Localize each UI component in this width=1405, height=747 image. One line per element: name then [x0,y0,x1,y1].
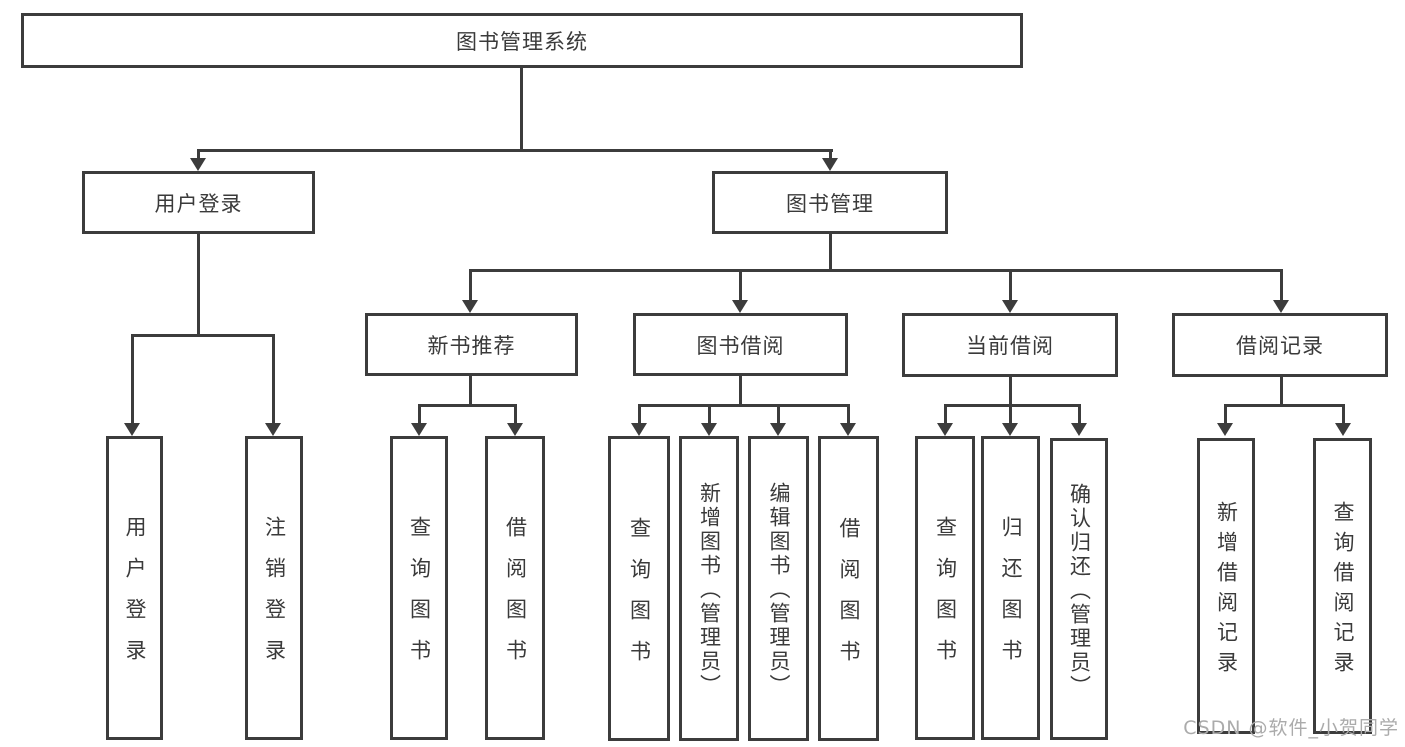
arrow-down-icon [124,423,140,436]
connector-line [1078,404,1081,426]
connector-line [469,269,472,301]
leaf-edit-book-admin: 编辑图书（管理员） [748,436,809,741]
arrow-down-icon [1273,300,1289,313]
leaf-query-borrow-record-label: 查询借阅记录 [1331,500,1355,681]
leaf-borrow-book-label: 借阅图书 [837,516,861,681]
connector-line [847,404,850,426]
node-root: 图书管理系统 [21,13,1023,68]
node-current-borrow-label: 当前借阅 [966,334,1054,358]
connector-line [418,404,517,407]
node-current-borrow: 当前借阅 [902,313,1118,377]
arrow-down-icon [507,423,523,436]
node-book-borrow: 图书借阅 [633,313,848,376]
leaf-logout-login: 注销登录 [245,436,303,740]
connector-line [197,149,200,161]
arrow-down-icon [190,158,206,171]
connector-line [739,376,742,406]
leaf-query-borrow-record: 查询借阅记录 [1313,438,1372,734]
connector-line [829,234,832,272]
node-user-login-label: 用户登录 [154,191,243,216]
connector-line [418,404,421,426]
connector-line [1342,404,1345,426]
node-borrow-records-label: 借阅记录 [1236,334,1324,358]
connector-line [944,404,1081,407]
arrow-down-icon [732,300,748,313]
connector-line [1280,269,1283,301]
node-borrow-records: 借阅记录 [1172,313,1388,377]
node-new-book-recommend-label: 新书推荐 [427,333,516,358]
node-new-book-recommend: 新书推荐 [365,313,578,376]
connector-line [708,404,711,426]
leaf-borrow-book: 借阅图书 [818,436,879,741]
arrow-down-icon [937,423,953,436]
arrow-down-icon [1071,423,1087,436]
leaf-confirm-return-admin-label: 确认归还（管理员） [1067,482,1092,699]
leaf-query-book-recommend-label: 查询图书 [407,516,432,680]
leaf-add-book-admin-label: 新增图书（管理员） [697,482,722,698]
arrow-down-icon [462,300,478,313]
leaf-query-book-borrow-label: 查询图书 [627,516,652,681]
arrow-down-icon [701,423,717,436]
node-book-management: 图书管理 [712,171,948,234]
leaf-query-book-recommend: 查询图书 [390,436,448,740]
leaf-query-book-current-label: 查询图书 [933,516,958,680]
node-book-management-label: 图书管理 [786,191,874,216]
connector-line [272,334,275,424]
connector-line [1224,404,1227,426]
node-book-borrow-label: 图书借阅 [696,333,785,358]
leaf-add-borrow-record-label: 新增借阅记录 [1214,500,1239,681]
arrow-down-icon [840,423,856,436]
connector-line [739,269,742,301]
leaf-confirm-return-admin: 确认归还（管理员） [1050,438,1108,740]
connector-line [1009,404,1012,426]
arrow-down-icon [1002,423,1018,436]
arrow-down-icon [411,423,427,436]
connector-line [638,404,850,407]
arrow-down-icon [265,423,281,436]
connector-line [1280,377,1283,407]
connector-line [1009,269,1012,301]
watermark: CSDN @软件_小贺同学 [1183,717,1399,739]
leaf-return-book: 归还图书 [981,436,1040,740]
leaf-add-book-admin: 新增图书（管理员） [679,436,739,741]
connector-line [1224,404,1345,407]
connector-line [514,404,517,426]
leaf-query-book-borrow: 查询图书 [608,436,670,741]
leaf-logout-login-label: 注销登录 [262,516,287,680]
connector-line [638,404,641,426]
connector-line [520,68,523,150]
connector-line [197,234,200,337]
leaf-return-book-label: 归还图书 [999,516,1023,680]
node-root-label: 图书管理系统 [456,29,588,54]
connector-line [944,404,947,426]
leaf-borrow-book-recommend-label: 借阅图书 [503,516,528,680]
connector-line [131,334,275,337]
leaf-borrow-book-recommend: 借阅图书 [485,436,545,740]
connector-line [1009,377,1012,406]
connector-line [197,149,833,152]
arrow-down-icon [1335,423,1351,436]
node-user-login: 用户登录 [82,171,315,234]
leaf-user-login: 用户登录 [106,436,163,740]
connector-line [829,149,832,161]
connector-line [777,404,780,426]
connector-line [469,376,472,406]
leaf-add-borrow-record: 新增借阅记录 [1197,438,1255,734]
arrow-down-icon [822,158,838,171]
arrow-down-icon [1217,423,1233,436]
connector-line [469,269,1283,272]
leaf-user-login-label: 用户登录 [123,516,147,680]
connector-line [131,334,134,424]
leaf-edit-book-admin-label: 编辑图书（管理员） [767,482,791,698]
arrow-down-icon [631,423,647,436]
arrow-down-icon [770,423,786,436]
arrow-down-icon [1002,300,1018,313]
leaf-query-book-current: 查询图书 [915,436,975,740]
